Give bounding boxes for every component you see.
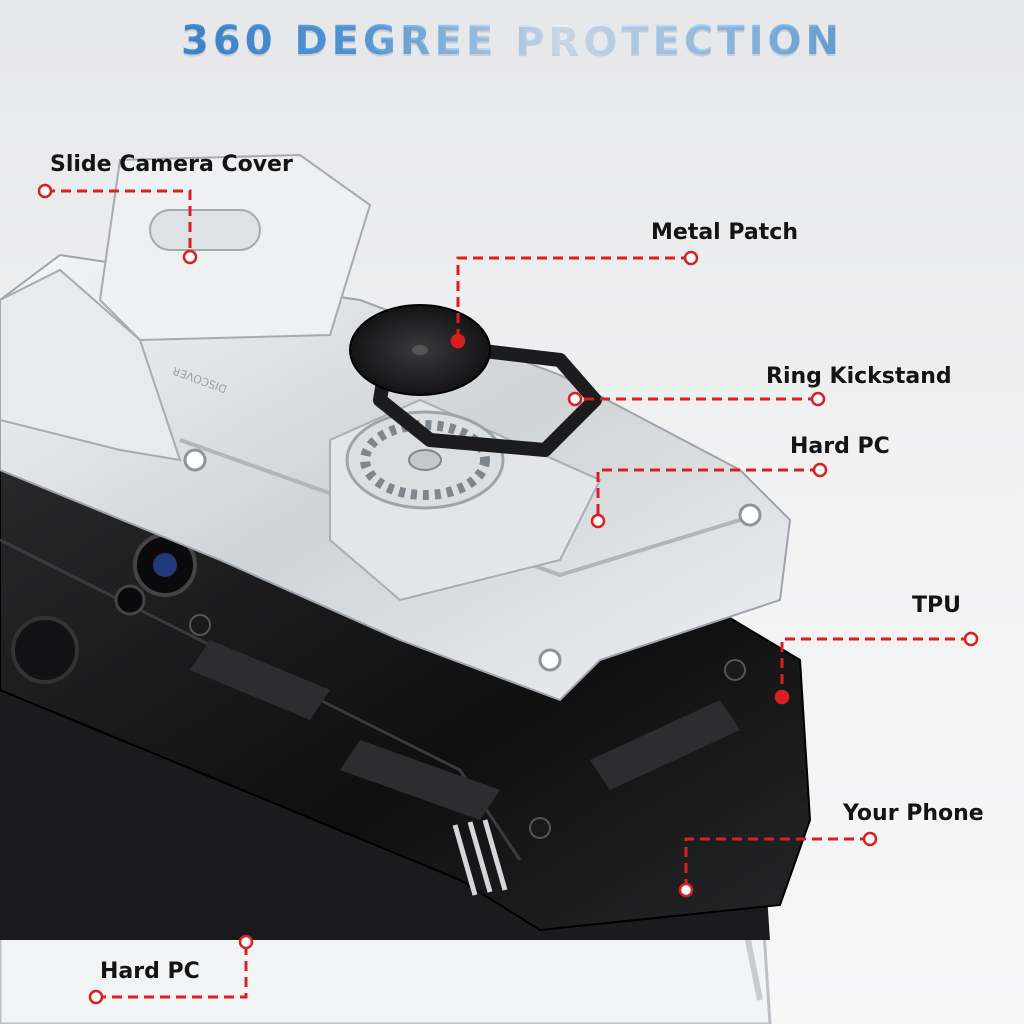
label-metal-patch: Metal Patch bbox=[651, 220, 798, 245]
label-tpu: TPU bbox=[912, 593, 961, 618]
callout-tpu bbox=[780, 637, 971, 697]
label-your-phone: Your Phone bbox=[843, 801, 984, 826]
callout-dots bbox=[37, 183, 979, 1005]
label-hard-pc-top: Hard PC bbox=[790, 434, 890, 459]
callout-metal-patch bbox=[456, 256, 691, 341]
callouts bbox=[45, 189, 971, 999]
ring-kickstand bbox=[349, 304, 602, 457]
callout-slide-camera-cover bbox=[45, 189, 192, 257]
label-slide-camera-cover: Slide Camera Cover bbox=[50, 152, 293, 177]
tpu-case bbox=[0, 428, 812, 932]
callout-hard-pc-bottom bbox=[96, 942, 248, 999]
callout-hard-pc-top bbox=[596, 468, 820, 521]
callout-your-phone bbox=[684, 837, 870, 890]
page-title: 360 DEGREE PROTECTION bbox=[0, 18, 1024, 64]
label-ring-kickstand: Ring Kickstand bbox=[766, 364, 952, 389]
hard-pc-back-plate bbox=[0, 253, 792, 702]
label-hard-pc-bottom: Hard PC bbox=[100, 959, 200, 984]
